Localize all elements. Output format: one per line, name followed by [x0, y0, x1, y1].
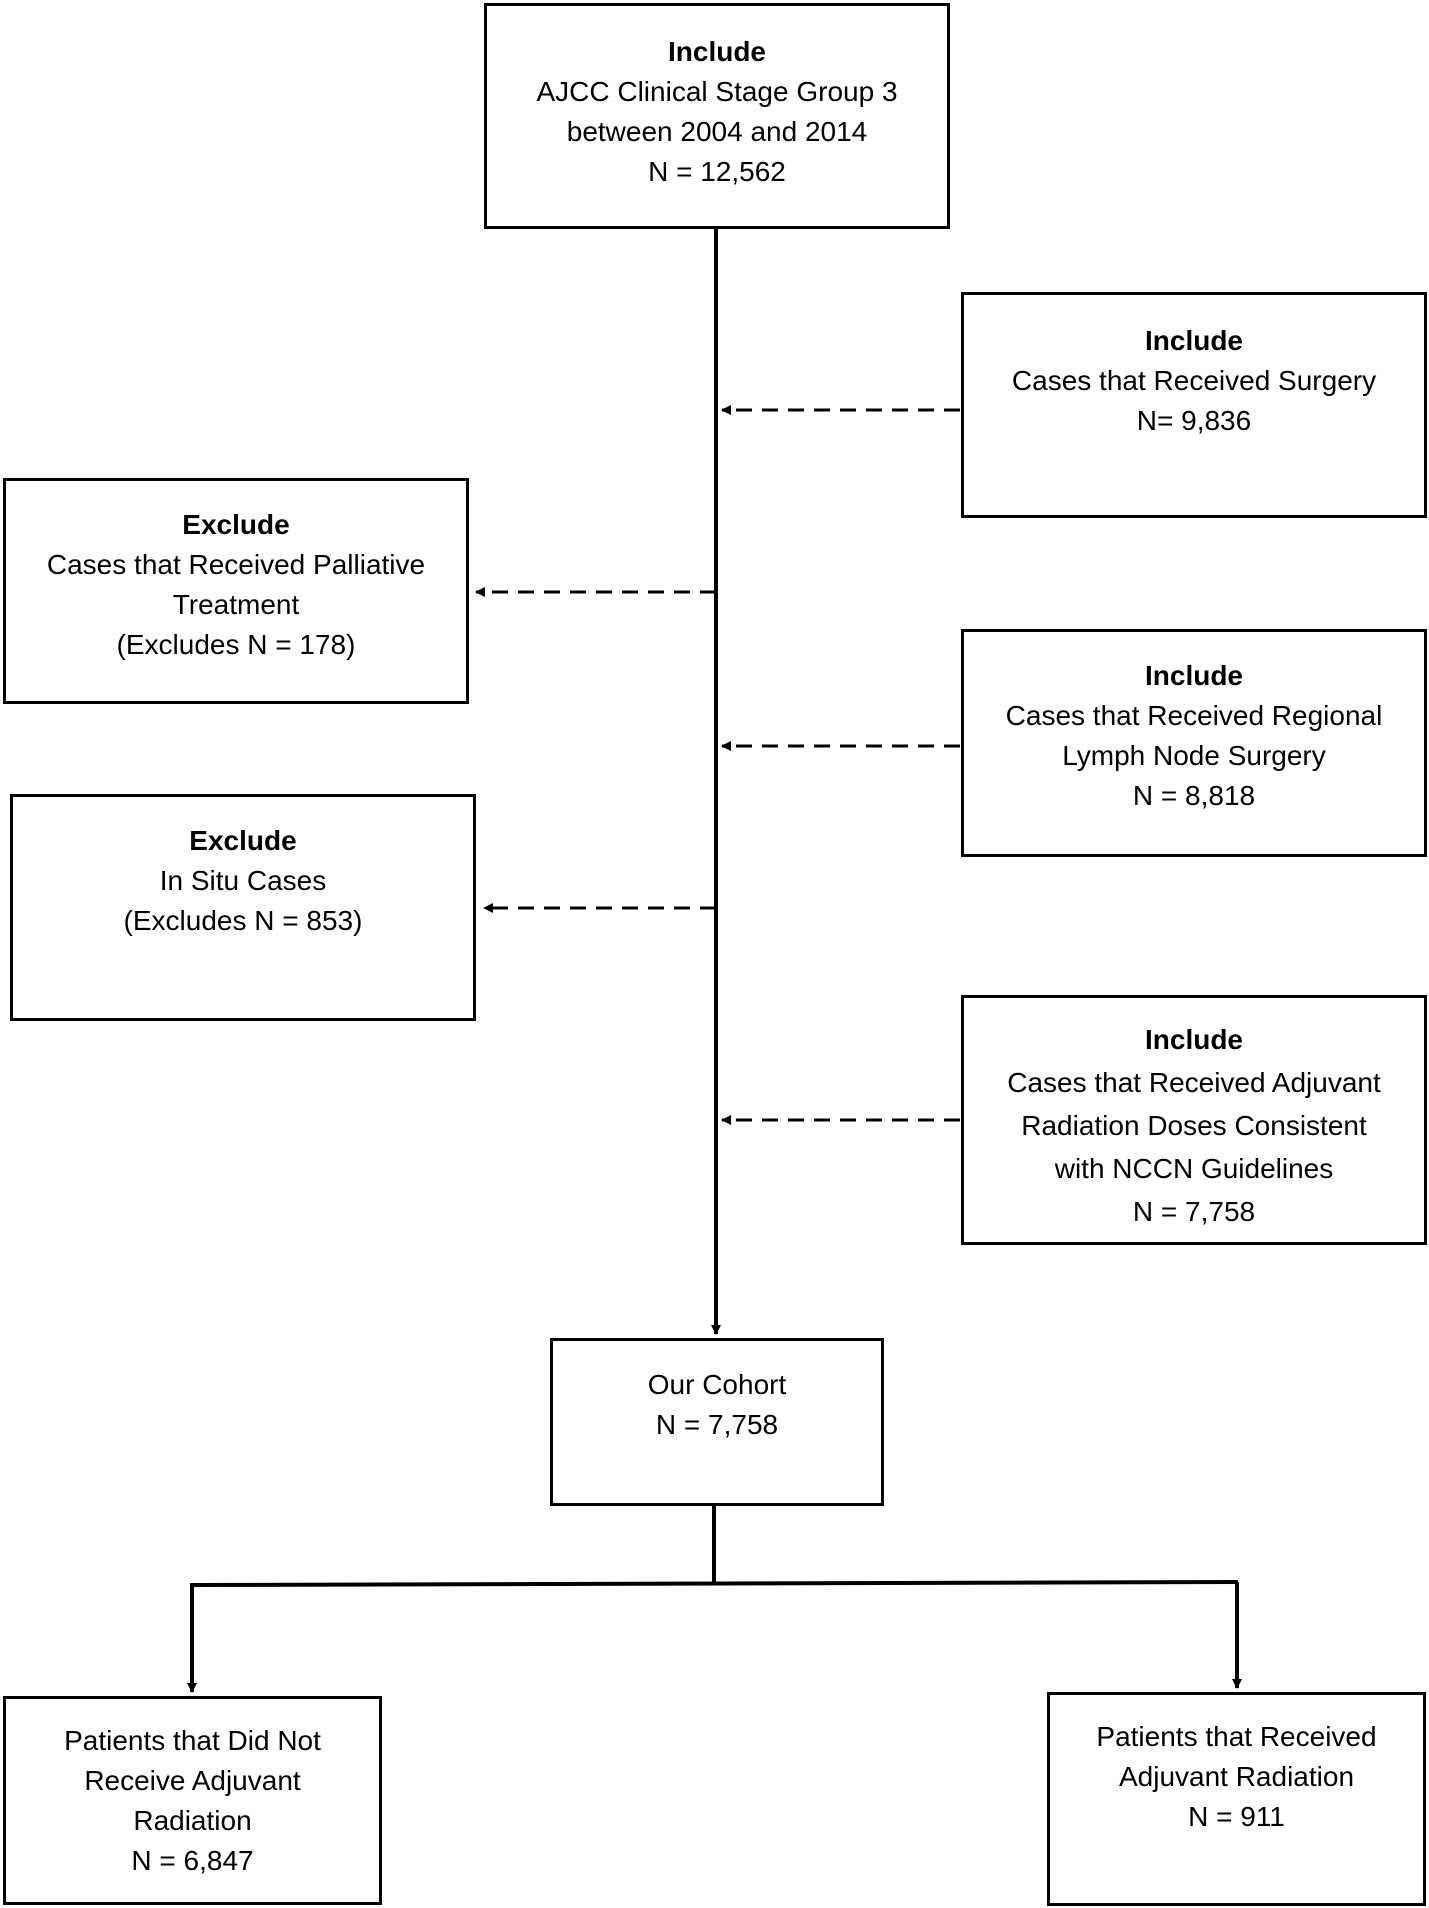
- include-surgery-box: Include Cases that Received Surgery N= 9…: [961, 292, 1427, 518]
- box-text: Receive Adjuvant: [84, 1765, 301, 1796]
- include-lymph-box: Include Cases that Received Regional Lym…: [961, 629, 1427, 857]
- box-heading: Exclude: [189, 825, 297, 856]
- box-heading: Exclude: [182, 509, 290, 540]
- no-radiation-box: Patients that Did Not Receive Adjuvant R…: [3, 1696, 382, 1905]
- box-text: with NCCN Guidelines: [1054, 1153, 1334, 1184]
- exclude-palliative-box: Exclude Cases that Received Palliative T…: [3, 478, 469, 704]
- box-text: Radiation Doses Consistent: [1021, 1110, 1367, 1141]
- box-text: Cases that Received Palliative: [46, 549, 426, 580]
- box-count: N= 9,836: [1136, 405, 1252, 436]
- box-text: between 2004 and 2014: [566, 116, 868, 147]
- box-text: In Situ Cases: [159, 865, 327, 896]
- box-text: Lymph Node Surgery: [1062, 740, 1326, 771]
- box-text: Cases that Received Adjuvant: [1007, 1067, 1381, 1098]
- split-bar: [189, 1580, 1239, 1587]
- box-count: N = 7,758: [1132, 1196, 1256, 1227]
- box-count: N = 7,758: [655, 1409, 779, 1440]
- include-radiation-box: Include Cases that Received Adjuvant Rad…: [961, 995, 1427, 1245]
- box-count: N = 6,847: [131, 1845, 254, 1876]
- box-text: AJCC Clinical Stage Group 3: [536, 76, 898, 107]
- box-text: Patients that Received: [1096, 1721, 1377, 1752]
- exclude-insitu-box: Exclude In Situ Cases (Excludes N = 853): [10, 794, 476, 1021]
- box-text: Patients that Did Not: [64, 1725, 321, 1756]
- box-text: Radiation: [133, 1805, 252, 1836]
- box-count: (Excludes N = 853): [123, 905, 363, 936]
- cohort-box: Our Cohort N = 7,758: [550, 1338, 884, 1506]
- start-include-box: Include AJCC Clinical Stage Group 3 betw…: [484, 3, 950, 229]
- box-count: N = 8,818: [1132, 780, 1256, 811]
- box-text: Cases that Received Surgery: [1011, 365, 1377, 396]
- box-heading: Include: [667, 36, 766, 67]
- box-count: (Excludes N = 178): [116, 629, 356, 660]
- box-heading: Include: [1144, 325, 1243, 356]
- box-heading: Include: [1144, 660, 1243, 691]
- box-heading: Include: [1144, 1024, 1243, 1055]
- box-text: Treatment: [172, 589, 300, 620]
- radiation-box: Patients that Received Adjuvant Radiatio…: [1047, 1692, 1426, 1906]
- box-text: Cases that Received Regional: [1005, 700, 1383, 731]
- box-count: N = 12,562: [648, 156, 786, 187]
- box-count: N = 911: [1188, 1801, 1285, 1832]
- box-text: Adjuvant Radiation: [1118, 1761, 1355, 1792]
- box-text: Our Cohort: [647, 1369, 787, 1400]
